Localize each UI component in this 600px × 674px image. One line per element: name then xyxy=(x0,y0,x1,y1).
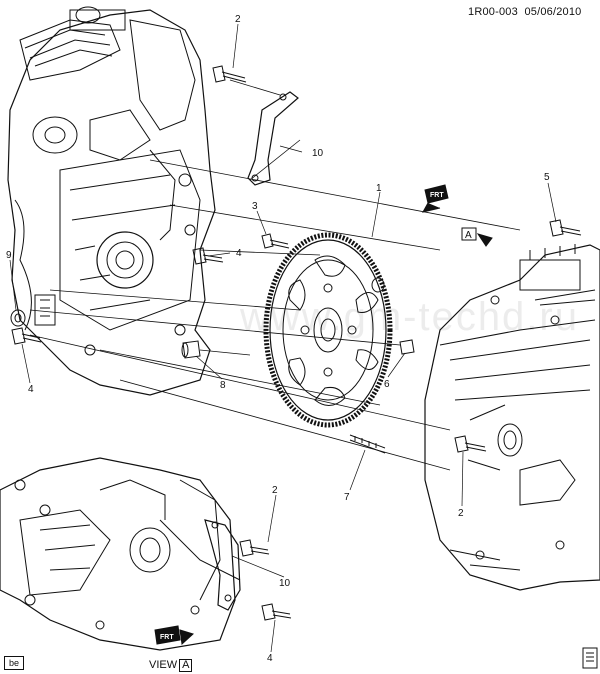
washer-9 xyxy=(10,309,26,327)
view-box: A xyxy=(179,659,193,672)
engine-block xyxy=(7,6,216,396)
leader-lines xyxy=(9,23,557,653)
bolt-4-mid xyxy=(192,247,224,265)
stud-7 xyxy=(349,434,386,454)
doc-date: 05/06/2010 xyxy=(524,6,582,18)
callout-5: 5 xyxy=(544,172,550,183)
callout-2: 2 xyxy=(458,508,464,519)
callout-7: 7 xyxy=(344,492,350,503)
doc-code: 1R00-003 xyxy=(468,6,518,18)
bracket-10 xyxy=(247,91,299,186)
manual-icon xyxy=(582,647,598,669)
flexplate-1 xyxy=(263,232,393,428)
callout-10: 10 xyxy=(312,148,324,159)
transmission-case xyxy=(424,244,600,591)
callout-10: 10 xyxy=(279,578,291,589)
callout-4: 4 xyxy=(267,653,273,664)
document-code: 1R00-003 05/06/2010 xyxy=(468,6,582,18)
front-label: FRT xyxy=(430,192,444,199)
front-arrow-bottom-icon xyxy=(154,625,194,646)
bolt-2-right xyxy=(454,435,487,453)
callout-9: 9 xyxy=(6,250,12,261)
projection-lines xyxy=(29,79,521,471)
view-a-box-label: A xyxy=(465,230,472,241)
watermark: www.gm-techd.ru xyxy=(240,295,579,339)
view-a-inset xyxy=(0,457,292,651)
bolt-4-left xyxy=(11,327,42,345)
bolt-6 xyxy=(399,339,415,355)
callout-3: 3 xyxy=(252,201,258,212)
front-label-bottom: FRT xyxy=(160,634,174,641)
bolt-3 xyxy=(261,233,290,249)
callout-2: 2 xyxy=(272,485,278,496)
footer-badge: be xyxy=(4,656,25,670)
callout-4: 4 xyxy=(236,248,242,259)
callout-4: 4 xyxy=(28,384,34,395)
dowel-8 xyxy=(181,340,201,359)
callout-8: 8 xyxy=(220,380,226,391)
bolt-5 xyxy=(549,219,582,237)
callout-6: 6 xyxy=(384,379,390,390)
view-a-arrow-icon xyxy=(461,227,493,247)
front-arrow-icon xyxy=(422,184,449,213)
callout-2: 2 xyxy=(235,14,241,25)
view-label: VIEW xyxy=(149,659,178,671)
bolt-2-upper xyxy=(212,65,247,83)
callout-1: 1 xyxy=(376,183,382,194)
